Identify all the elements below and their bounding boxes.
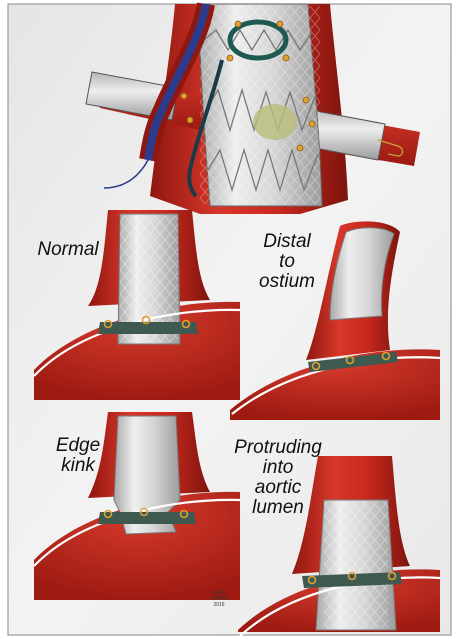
marker (235, 21, 241, 27)
label-edge-kink: Edge kink (50, 436, 106, 476)
marker (277, 21, 283, 27)
marker (181, 93, 187, 99)
marker (309, 121, 315, 127)
stent-mesh (324, 502, 388, 628)
label-protruding: Protruding into aortic lumen (226, 438, 330, 518)
artist-credit: Factor ©MAYO 2016 (204, 590, 234, 608)
label-normal: Normal (32, 240, 104, 260)
graft-fabric-patch (253, 104, 297, 140)
label-distal-to-ostium: Distal to ostium (256, 232, 318, 292)
marker (187, 117, 193, 123)
marker (303, 97, 309, 103)
credit-line-3: 2016 (213, 602, 224, 608)
marker (227, 55, 233, 61)
marker (283, 55, 289, 61)
marker (297, 145, 303, 151)
